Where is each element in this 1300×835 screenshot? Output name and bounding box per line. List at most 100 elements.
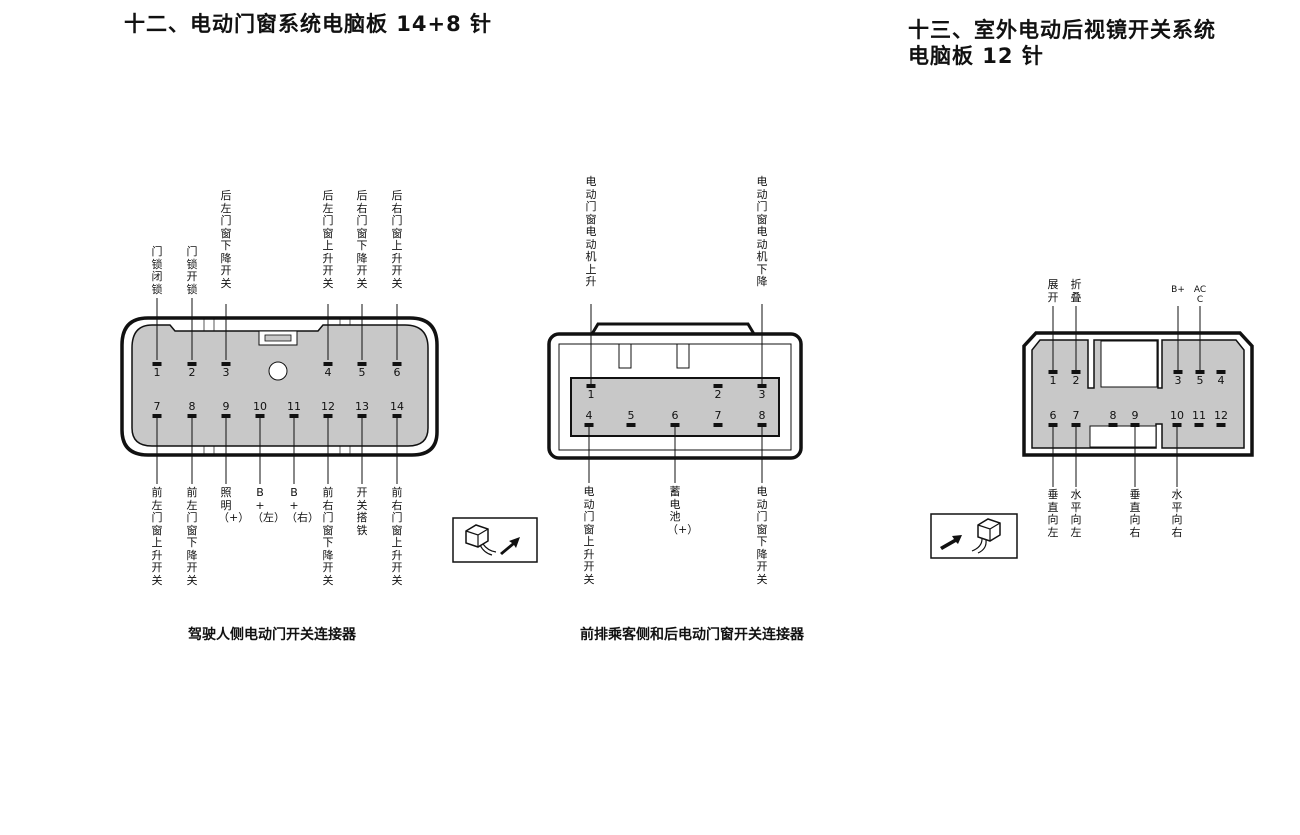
mirror-pin8-number: 8	[1109, 409, 1117, 422]
driver-pin14-terminal	[392, 414, 402, 418]
passenger-up-switch-label: 电动门窗上升开关	[583, 485, 595, 586]
driver-connector-caption: 驾驶人侧电动门开关连接器	[188, 627, 356, 643]
mirror-pin12-number: 12	[1214, 409, 1228, 422]
mirror-pin6-number: 6	[1049, 409, 1057, 422]
driver-pin12-label: 前右门窗下降开关	[322, 486, 334, 587]
passenger-pin1-terminal	[586, 384, 596, 388]
driver-pin4-number: 4	[324, 366, 332, 379]
driver-pin14-wire	[396, 418, 398, 484]
driver-pin6-terminal	[392, 362, 402, 366]
passenger-down-switch-label: 电动门窗下降开关	[756, 485, 768, 586]
mirror-pin6-terminal	[1048, 423, 1058, 427]
passenger-pin3-terminal	[757, 384, 767, 388]
driver-pin8-number: 8	[188, 400, 196, 413]
mirror-pin5-label: ACC	[1193, 285, 1207, 305]
mirror-pin4-number: 4	[1217, 374, 1225, 387]
driver-pin11-wire	[293, 418, 295, 484]
passenger-pin8-terminal	[757, 423, 767, 427]
passenger-pin4-number: 4	[585, 409, 593, 422]
driver-pin3-wire	[225, 304, 227, 360]
mirror-pin2-number: 2	[1072, 374, 1080, 387]
driver-pin13-number: 13	[355, 400, 369, 413]
driver-pin12-number: 12	[321, 400, 335, 413]
mirror-pin1-number: 1	[1049, 374, 1057, 387]
driver-pin7-terminal	[152, 414, 162, 418]
mirror-pin11-terminal	[1194, 423, 1204, 427]
driver-pin13-wire	[361, 418, 363, 484]
mirror-pin8-terminal	[1108, 423, 1118, 427]
passenger-pin2-number: 2	[714, 388, 722, 401]
passenger-pin6-wire	[674, 427, 676, 483]
passenger-pin4-wire	[588, 427, 590, 483]
section-12-heading: 十二、电动门窗系统电脑板 14+8 针	[124, 12, 493, 36]
driver-pin3-terminal	[221, 362, 231, 366]
section-13-heading-line1: 十三、室外电动后视镜开关系统	[908, 18, 1216, 42]
driver-pin8-label: 前左门窗下降开关	[186, 486, 198, 587]
mirror-pin10-label: 水平向右	[1171, 488, 1183, 539]
mirror-pin2-label: 折叠	[1070, 278, 1082, 304]
passenger-pin8-number: 8	[758, 409, 766, 422]
driver-pin5-number: 5	[358, 366, 366, 379]
mirror-pin2-terminal	[1071, 370, 1081, 374]
mirror-pin12-terminal	[1216, 423, 1226, 427]
mirror-pin9-number: 9	[1131, 409, 1139, 422]
mirror-pin7-number: 7	[1072, 409, 1080, 422]
driver-pin8-terminal	[187, 414, 197, 418]
driver-pin10-number: 10	[253, 400, 267, 413]
mirror-pin3-wire	[1177, 306, 1179, 370]
mirror-pin1-terminal	[1048, 370, 1058, 374]
driver-pin5-label: 后右门窗下降开关	[356, 189, 368, 290]
driver-pin11-terminal	[289, 414, 299, 418]
mirror-pin7-terminal	[1071, 423, 1081, 427]
connector-view-icon-2	[930, 513, 1018, 559]
driver-pin2-terminal	[187, 362, 197, 366]
driver-pin11-number: 11	[287, 400, 301, 413]
mirror-pin9-terminal	[1130, 423, 1140, 427]
connector-view-icon	[452, 517, 538, 563]
mirror-pin10-terminal	[1172, 423, 1182, 427]
driver-pin2-label: 门锁开锁	[186, 245, 198, 296]
driver-pin7-label: 前左门窗上升开关	[151, 486, 163, 587]
mirror-pin6-wire	[1052, 427, 1054, 487]
driver-pin1-wire	[156, 298, 158, 360]
driver-pin4-wire	[327, 304, 329, 360]
passenger-motor-up-label: 电动门窗电动机上升	[585, 175, 597, 288]
mirror-pin5-number: 5	[1196, 374, 1204, 387]
mirror-pin1-wire	[1052, 306, 1054, 370]
passenger-pin1-number: 1	[587, 388, 595, 401]
driver-pin4-label: 后左门窗上升开关	[322, 189, 334, 290]
mirror-pin3-label: B+	[1171, 285, 1185, 295]
passenger-pin3-wire	[761, 304, 763, 384]
mirror-pin10-wire	[1176, 427, 1178, 487]
driver-pin6-number: 6	[393, 366, 401, 379]
driver-pin6-wire	[396, 304, 398, 360]
driver-pin12-terminal	[323, 414, 333, 418]
driver-pin9-wire	[225, 418, 227, 484]
mirror-pin2-wire	[1075, 306, 1077, 370]
passenger-pin8-wire	[761, 427, 763, 483]
driver-pin5-terminal	[357, 362, 367, 366]
driver-pin1-terminal	[152, 362, 162, 366]
passenger-pin2-terminal	[713, 384, 723, 388]
mirror-pin5-wire	[1199, 306, 1201, 370]
passenger-pin4-terminal	[584, 423, 594, 427]
driver-pin14-label: 前右门窗上升开关	[391, 486, 403, 587]
mirror-pin4-terminal	[1216, 370, 1226, 374]
driver-pin9-terminal	[221, 414, 231, 418]
passenger-pin1-wire	[590, 304, 592, 384]
passenger-pin6-number: 6	[671, 409, 679, 422]
mirror-pin7-label: 水平向左	[1070, 488, 1082, 539]
driver-pin14-number: 14	[390, 400, 404, 413]
mirror-pin6-label: 垂直向左	[1047, 488, 1059, 539]
driver-pin8-wire	[191, 418, 193, 484]
driver-pin5-wire	[361, 304, 363, 360]
mirror-pin3-terminal	[1173, 370, 1183, 374]
passenger-motor-down-label: 电动门窗电动机下降	[756, 175, 768, 288]
passenger-pin7-number: 7	[714, 409, 722, 422]
mirror-pin9-wire	[1134, 427, 1136, 487]
driver-pin4-terminal	[323, 362, 333, 366]
driver-pin10-wire	[259, 418, 261, 484]
